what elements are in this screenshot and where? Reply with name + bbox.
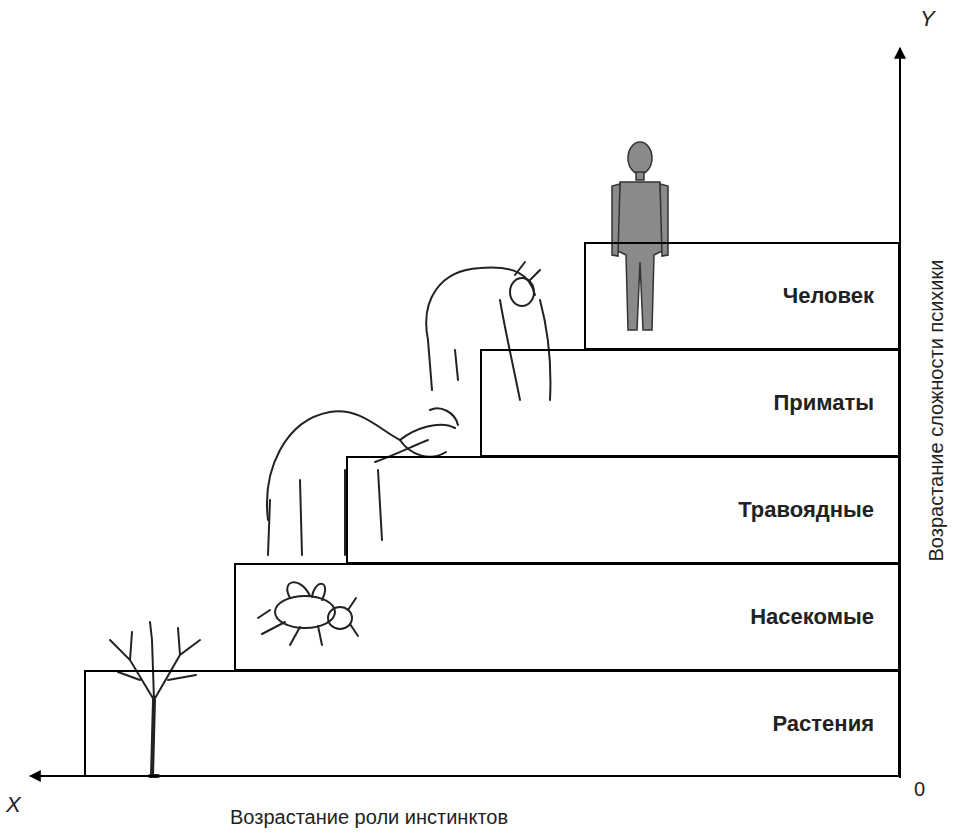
axis-letter: Y [920,6,935,32]
step-band: Приматы [480,349,900,457]
step-label: Человек [783,283,874,309]
primate-drawing [426,262,550,400]
tree-drawing [110,622,200,776]
human-figure [612,142,668,330]
step-band: Насекомые [234,563,900,671]
origin-label: 0 [914,778,925,801]
axis-title: Возрастание роли инстинктов [230,806,508,829]
step-label: Травоядные [738,497,874,523]
axis-title: Возрастание сложности психики [926,259,949,561]
step-band: Травоядные [346,456,900,564]
step-label: Растения [772,711,874,737]
step-label: Приматы [773,390,874,416]
insect-drawing [258,582,358,645]
step-label: Насекомые [750,604,874,630]
herbivore-drawing [267,408,458,555]
step-band: Человек [584,242,900,350]
step-band: Растения [84,670,900,777]
axis-letter: X [6,792,21,818]
